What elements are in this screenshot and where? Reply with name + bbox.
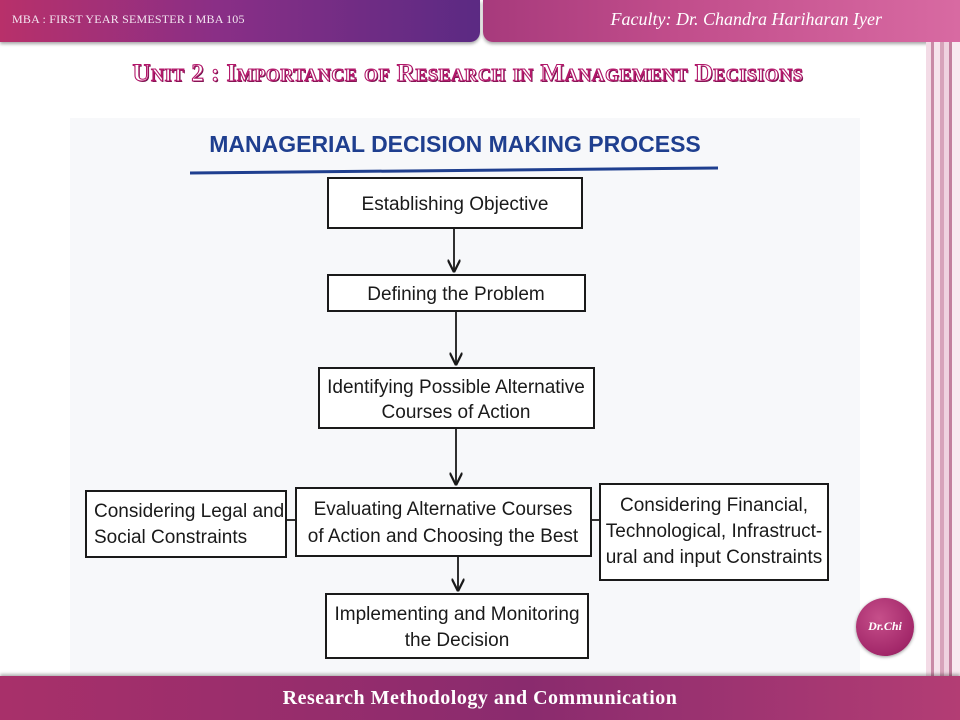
step-box [325,593,589,659]
constraint-text: Considering Legal and [94,501,284,522]
footer-subject: Research Methodology and Communication [282,687,678,709]
constraint-text: ural and input Constraints [606,547,823,568]
faculty-label: Faculty: Dr. Chandra Hariharan Iyer [610,9,882,29]
step-text: of Action and Choosing the Best [308,526,579,547]
constraint-text: Technological, Infrastruct- [606,521,823,542]
slide-title: Unit 2 : Importance of Research in Manag… [132,59,804,87]
step-text: Establishing Objective [362,194,549,215]
constraint-box-left [85,490,287,558]
decorative-stripes [926,42,960,676]
flowchart: MANAGERIAL DECISION MAKING PROCESS Estab… [85,131,829,659]
step-box [327,274,586,312]
step-text: Identifying Possible Alternative [327,377,585,398]
step-text: the Decision [405,630,510,651]
header-right-bar: Faculty: Dr. Chandra Hariharan Iyer [483,0,960,42]
author-badge-label: Dr.Chi [868,619,902,633]
step-text: Courses of Action [382,402,531,423]
diagram-heading: MANAGERIAL DECISION MAKING PROCESS [209,131,701,157]
header-left-bar: MBA : FIRST YEAR SEMESTER I MBA 105 [0,0,480,42]
flowchart-image: MANAGERIAL DECISION MAKING PROCESS Estab… [70,118,860,674]
step-box [318,367,595,429]
footer-bar: Research Methodology and Communication [0,676,960,720]
heading-underline [189,166,719,175]
course-label: MBA : FIRST YEAR SEMESTER I MBA 105 [12,12,245,26]
constraint-text: Social Constraints [94,527,247,548]
step-text: Defining the Problem [367,284,544,305]
constraint-text: Considering Financial, [620,495,808,516]
step-text: Implementing and Monitoring [334,604,579,625]
constraint-box-right [599,483,829,581]
author-badge: Dr.Chi [856,598,914,656]
step-text: Evaluating Alternative Courses [314,499,573,520]
step-box [327,177,583,229]
step-box [295,487,592,557]
